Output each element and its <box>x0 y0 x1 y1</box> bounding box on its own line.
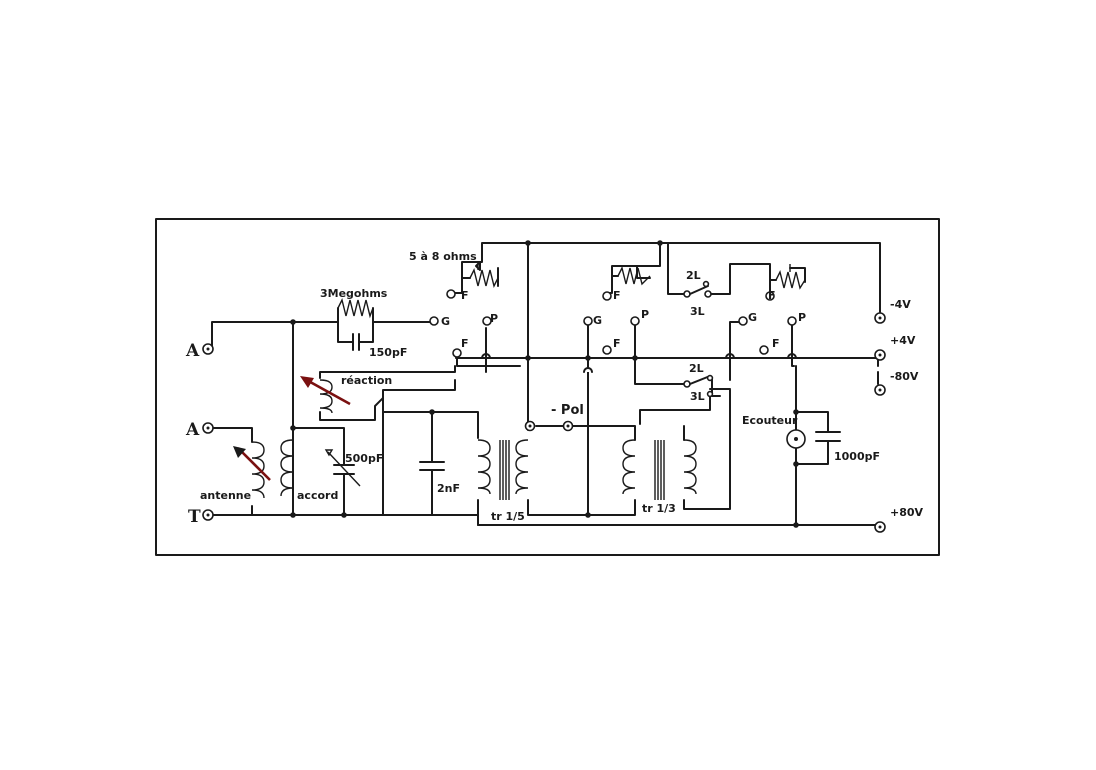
label-p3: P <box>798 311 806 324</box>
wiring <box>205 242 881 526</box>
earphone <box>786 429 806 449</box>
label-f2a: F <box>613 289 621 302</box>
label-rheostat: 5 à 8 ohms <box>409 250 477 263</box>
label-grid-cap: 150pF <box>369 346 407 359</box>
label-minus-4v: -4V <box>890 298 911 311</box>
bias-terminals <box>524 420 574 432</box>
rheostat-3 <box>769 264 806 290</box>
bypass-capacitor <box>419 461 445 471</box>
label-ground-t: T <box>188 507 201 527</box>
label-tuning-cap: 500pF <box>345 452 383 465</box>
tuning-coil <box>280 439 294 497</box>
label-f2b: F <box>613 337 621 350</box>
reaction-coil <box>319 379 333 414</box>
supply-terminals <box>874 312 886 533</box>
tube-socket-pins <box>429 289 797 358</box>
label-earphone-cap: 1000pF <box>834 450 880 463</box>
label-bypass-cap: 2nF <box>437 482 460 495</box>
switch-upper <box>683 280 712 298</box>
rheostat-2 <box>611 265 651 286</box>
junctions <box>290 240 799 528</box>
tuning-capacitor <box>324 449 361 487</box>
label-antenna-a2: A <box>185 420 200 440</box>
earphone-capacitor <box>815 431 841 442</box>
antenna-coil <box>251 441 265 499</box>
label-reaction: réaction <box>341 374 392 387</box>
label-f1b: F <box>461 337 469 350</box>
label-antenna-a1: A <box>185 341 200 361</box>
label-g3: G <box>748 311 757 324</box>
label-antenna-coil: antenne <box>200 489 251 502</box>
label-switch-3l-lower: 3L <box>690 390 705 403</box>
grid-capacitor <box>352 333 360 351</box>
label-minus-80v: -80V <box>890 370 919 383</box>
label-f3b: F <box>772 337 780 350</box>
transformer-2 <box>622 439 697 500</box>
label-switch-2l-upper: 2L <box>686 269 701 282</box>
transformer-1 <box>477 439 529 500</box>
label-transformer-2: tr 1/3 <box>642 502 676 515</box>
label-earphone: Ecouteur <box>742 414 798 427</box>
label-plus-4v: +4V <box>890 334 916 347</box>
rheostat-1 <box>461 261 499 289</box>
grid-leak-resistor <box>337 297 374 323</box>
label-p2: P <box>641 308 649 321</box>
input-terminals <box>202 343 214 521</box>
label-transformer-1: tr 1/5 <box>491 510 525 523</box>
antenna-arrow <box>233 446 271 481</box>
label-bias: - Pol <box>551 403 584 418</box>
label-switch-2l-lower: 2L <box>689 362 704 375</box>
label-plus-80v: +80V <box>890 506 924 519</box>
switch-lower <box>683 374 714 398</box>
label-g1: G <box>441 315 450 328</box>
label-g2: G <box>593 314 602 327</box>
frame <box>155 218 940 556</box>
wire-crossings <box>481 353 797 373</box>
label-f3a: F <box>768 289 776 302</box>
label-tuning-coil: accord <box>297 489 338 502</box>
label-f1a: F <box>461 289 469 302</box>
reaction-arrow <box>300 376 351 406</box>
label-grid-leak: 3Megohms <box>320 287 388 300</box>
label-p1: P <box>490 312 498 325</box>
label-switch-3l-upper: 3L <box>690 305 705 318</box>
